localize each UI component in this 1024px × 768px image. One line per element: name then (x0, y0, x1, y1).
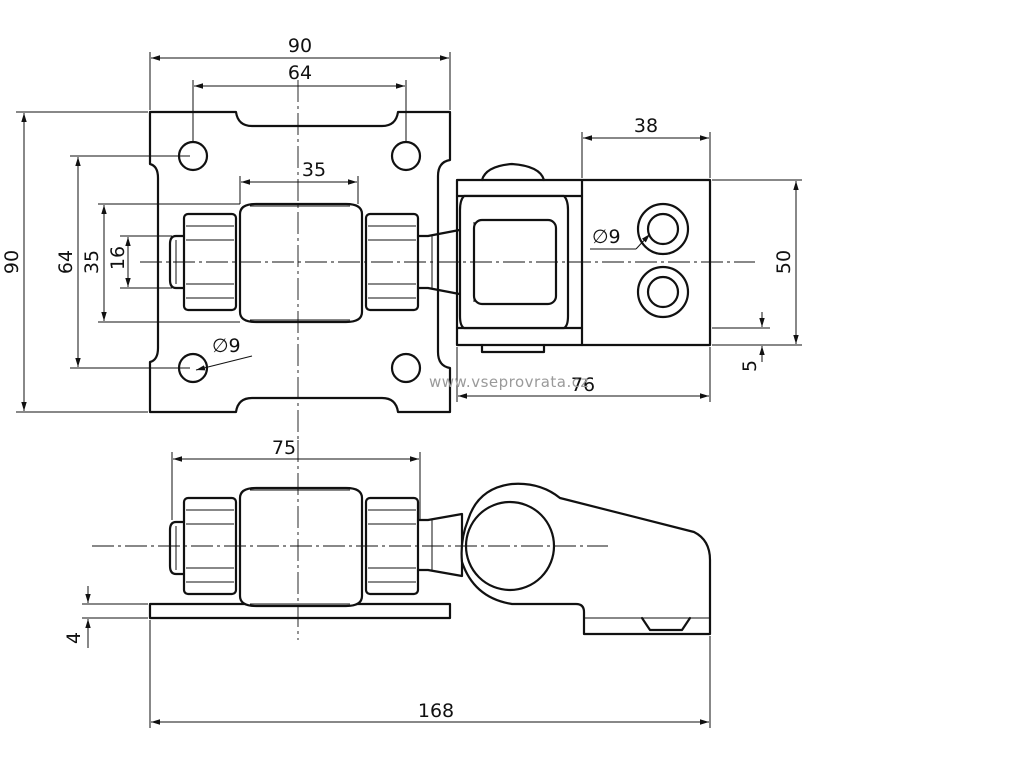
dim-hole-diameter-left: ∅9 (212, 335, 241, 357)
dim-plate-thickness: 4 (63, 632, 85, 644)
dim-top-hole-spacing: 64 (288, 62, 312, 84)
dim-overall-length: 168 (418, 700, 454, 722)
dim-clamp-height: 50 (773, 250, 795, 274)
bearing-body (238, 202, 364, 324)
hinge-pin-cap (480, 162, 546, 182)
dim-nut-span: 35 (302, 159, 326, 181)
dim-side-length: 75 (272, 437, 296, 459)
stud-end (168, 234, 188, 290)
dim-body-height: 35 (81, 250, 103, 274)
clamp-bolt-bottom (636, 265, 690, 319)
top-view-dimensions: 90 64 35 90 64 35 16 ∅9 (1, 35, 802, 413)
mounting-hole-tr (390, 140, 422, 172)
hinge-arm (460, 482, 712, 636)
side-view-dimensions: 75 4 168 (63, 437, 711, 728)
side-bearing-body (238, 486, 364, 608)
mounting-hole-br (390, 352, 422, 384)
clamp-bolt-top (636, 202, 690, 256)
dim-thread-height: 16 (107, 246, 129, 270)
dim-top-width: 90 (288, 35, 312, 57)
watermark: www.vseprovrata.cz (429, 373, 589, 391)
dim-clamp-length: 76 (571, 374, 595, 396)
dim-clamp-width: 38 (634, 115, 658, 137)
side-view (92, 440, 712, 640)
mounting-plate (148, 110, 452, 414)
top-view (140, 80, 755, 440)
dim-plate-height: 90 (1, 250, 23, 274)
dim-vertical-hole-spacing: 64 (55, 250, 77, 274)
hinge-clamp (455, 178, 712, 347)
dim-hole-diameter-right: ∅9 (592, 226, 621, 248)
dim-clamp-offset: 5 (739, 360, 761, 372)
